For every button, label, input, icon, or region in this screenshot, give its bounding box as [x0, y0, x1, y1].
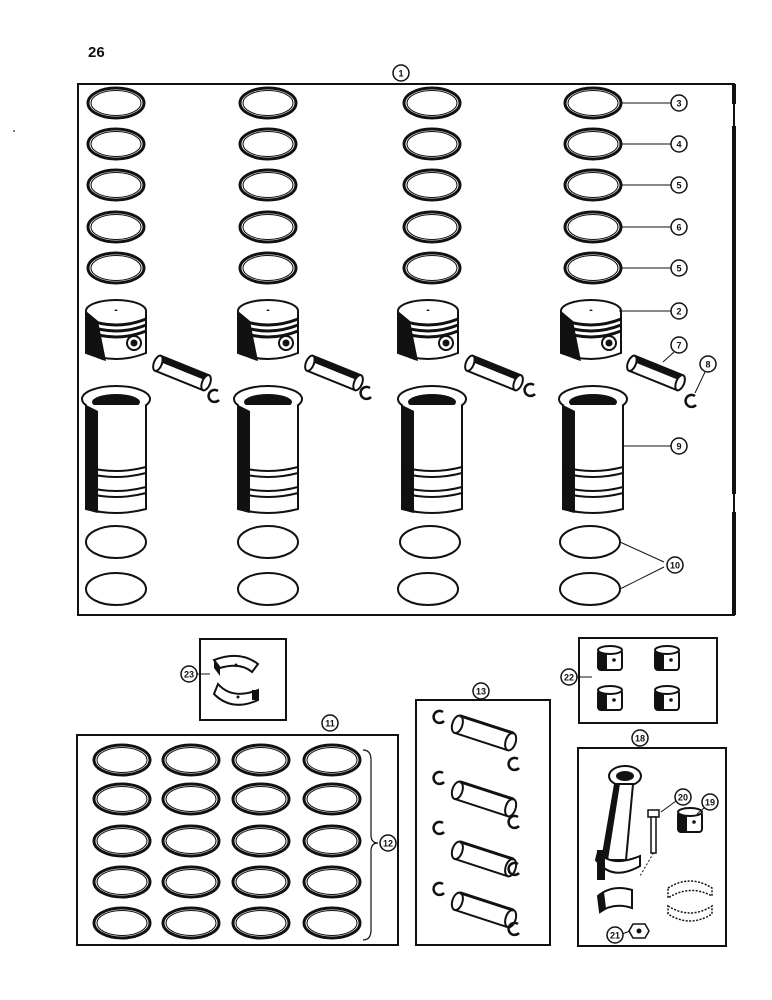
svg-text:10: 10: [670, 561, 680, 571]
pin-kit-panel: [415, 699, 551, 946]
pistons-group: [84, 298, 623, 363]
bearing-kit-panel: [197, 638, 287, 721]
bushing-kit-panel: [576, 637, 718, 724]
bushing-icon: [677, 807, 703, 833]
callout-5a: 5: [670, 176, 688, 194]
callout-8: 8: [699, 355, 717, 373]
callout-4: 4: [670, 135, 688, 153]
connecting-rod-icon: [594, 765, 642, 880]
svg-text:22: 22: [564, 673, 574, 683]
callout-2: 2: [670, 302, 688, 320]
svg-text:19: 19: [705, 798, 715, 808]
svg-text:11: 11: [325, 719, 335, 729]
callout-12: 12: [379, 834, 397, 852]
svg-text:7: 7: [676, 341, 681, 351]
main-kit-panel: [77, 83, 736, 616]
callout-18: 18: [631, 729, 649, 747]
callout-3: 3: [670, 94, 688, 112]
svg-text:5: 5: [676, 264, 681, 274]
callout-22: 22: [560, 668, 578, 686]
callout-19: 19: [701, 793, 719, 811]
ring-icon: [86, 86, 623, 285]
bolt-icon: [639, 809, 660, 877]
svg-text:2: 2: [676, 307, 681, 317]
bushing-icon: [597, 645, 680, 711]
svg-text:20: 20: [678, 793, 688, 803]
svg-text:21: 21: [610, 931, 620, 941]
stray-mark: [13, 130, 15, 132]
callout-6: 6: [670, 218, 688, 236]
seal-ring-icon: [85, 525, 621, 606]
connecting-rod-kit-panel: [577, 747, 727, 947]
svg-text:18: 18: [635, 734, 645, 744]
callout-20: 20: [674, 788, 692, 806]
callout-9: 9: [670, 437, 688, 455]
ring-icon: [92, 743, 362, 940]
piston-icon: [84, 298, 623, 363]
bearing-half-icon: [212, 654, 260, 706]
bearing-half-icon: [596, 887, 633, 914]
callout-11: 11: [321, 714, 339, 732]
svg-text:3: 3: [676, 99, 681, 109]
callout-10: 10: [666, 556, 684, 574]
callout-23: 23: [180, 665, 198, 683]
svg-text:6: 6: [676, 223, 681, 233]
leader-lines: [619, 102, 706, 590]
seal-rings-group: [85, 525, 621, 606]
callout-13: 13: [472, 682, 490, 700]
sleeve-icon: [81, 385, 628, 514]
svg-text:13: 13: [476, 687, 486, 697]
page-number: 26: [88, 44, 105, 61]
svg-text:5: 5: [676, 181, 681, 191]
svg-text:23: 23: [184, 670, 194, 680]
callout-7: 7: [670, 336, 688, 354]
sleeves-group: [81, 385, 628, 514]
callout-5b: 5: [670, 259, 688, 277]
nut-icon: [628, 923, 650, 939]
svg-text:9: 9: [676, 442, 681, 452]
svg-text:8: 8: [705, 360, 710, 370]
bearing-half-icon: [667, 880, 713, 922]
callout-1: 1: [392, 64, 410, 82]
svg-text:1: 1: [398, 69, 403, 79]
svg-text:12: 12: [383, 839, 393, 849]
callout-21: 21: [606, 926, 624, 944]
ring-kit-panel: [76, 734, 399, 946]
piston-rings-group: [86, 86, 623, 285]
svg-text:4: 4: [676, 140, 681, 150]
